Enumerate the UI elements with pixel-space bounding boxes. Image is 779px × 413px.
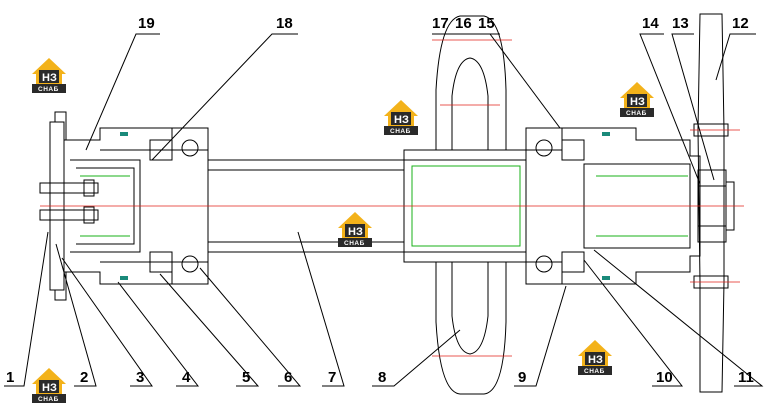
right-seal-top [561,139,585,161]
left-bearing-cap-top [171,127,209,151]
right-bearing-cap-bottom [525,261,563,285]
logo-mark: НЗ [42,382,57,394]
leader-6 [199,267,302,387]
leader-9 [514,285,567,387]
watermark-logo: НЗ СНАБ [32,368,66,403]
leader-18 [151,33,298,161]
watermark-logo: НЗ СНАБ [384,100,418,135]
leader-3 [61,257,153,387]
logo-word: СНАБ [38,396,59,403]
leader-13 [671,33,715,181]
leader-lines [4,33,764,387]
axle-nut-faces [698,185,726,227]
callout-1: 1 [6,369,14,386]
leader-14 [639,33,701,185]
right-bearing-ball-top [535,139,553,157]
callout-4: 4 [182,369,191,386]
right-spindle [583,163,691,249]
callout-9: 9 [518,369,526,386]
watermark-logo: НЗ СНАБ [32,58,66,93]
logo-mark: НЗ [42,72,57,84]
right-bearing-ball-bottom [535,255,553,273]
left-seal-bottom [149,251,173,273]
logo-word: СНАБ [390,128,411,135]
leader-12 [715,33,756,81]
leader-10 [583,259,684,387]
watermark-logo: НЗ СНАБ [338,212,372,247]
watermark-logo: НЗ СНАБ [620,82,654,117]
left-housing-inner-lines [100,149,172,263]
leader-5 [159,273,260,387]
callout-13: 13 [672,15,689,32]
bolt-upper [39,182,99,194]
left-seal-top [149,139,173,161]
right-thread [596,175,688,237]
callout-3: 3 [136,369,144,386]
left-bearing-ball-top [181,139,199,157]
watermark-logo: НЗ СНАБ [578,340,612,375]
callout-5: 5 [242,369,250,386]
leader-19 [85,33,160,151]
callout-18: 18 [276,15,293,32]
logo-mark: НЗ [394,114,409,126]
leader-8 [372,329,461,387]
callout-11: 11 [738,369,754,386]
leader-11 [593,249,764,387]
right-flange-plate [697,13,725,393]
logo-mark: НЗ [630,96,645,108]
seal-marks [120,132,610,280]
callout-16: 16 [455,15,472,32]
left-flange-bottom-lug [54,272,67,301]
hub-thread [411,165,521,247]
leader-1 [4,231,49,387]
left-thread [80,175,130,237]
wheel-disc-bottom [435,262,507,395]
seal-mark [602,276,610,280]
wheel-disc-top [435,15,507,150]
callout-15: 15 [478,15,495,32]
right-bearing-cap-top [525,127,563,151]
callout-6: 6 [284,369,292,386]
callout-2: 2 [80,369,88,386]
bolt-lower-nut [83,206,95,224]
logo-mark: НЗ [348,226,363,238]
right-seal-bottom [561,251,585,273]
leader-2 [55,243,97,387]
callout-7: 7 [328,369,336,386]
left-bearing-ball-bottom [181,255,199,273]
wheel-spoke-bottom [451,262,489,355]
callout-19: 19 [138,15,155,32]
callout-numbers: 1 2 3 4 5 6 7 8 9 10 11 12 13 14 15 16 1… [6,15,754,386]
bolt-lower [39,209,99,221]
left-flange-top-lug [54,111,67,140]
leader-15 [489,33,561,129]
thread-lines [80,165,688,247]
seal-mark [120,276,128,280]
callout-14: 14 [642,15,659,32]
logo-word: СНАБ [626,110,647,117]
left-bearing-cap-bottom [171,261,209,285]
centerlines [40,39,744,357]
logo-mark: НЗ [588,354,603,366]
leader-4 [117,281,200,387]
leader-7 [297,231,345,387]
assembly-linework [39,13,735,395]
seal-mark [602,132,610,136]
seal-mark [120,132,128,136]
bolt-upper-nut [83,179,95,197]
logo-word: СНАБ [38,86,59,93]
callout-12: 12 [732,15,749,32]
wheel-spoke-top [451,57,489,150]
callout-10: 10 [656,369,673,386]
logo-word: СНАБ [344,240,365,247]
wheel-hub-inner [404,159,526,253]
logo-word: СНАБ [584,368,605,375]
callout-8: 8 [378,369,386,386]
callout-17: 17 [432,15,449,32]
